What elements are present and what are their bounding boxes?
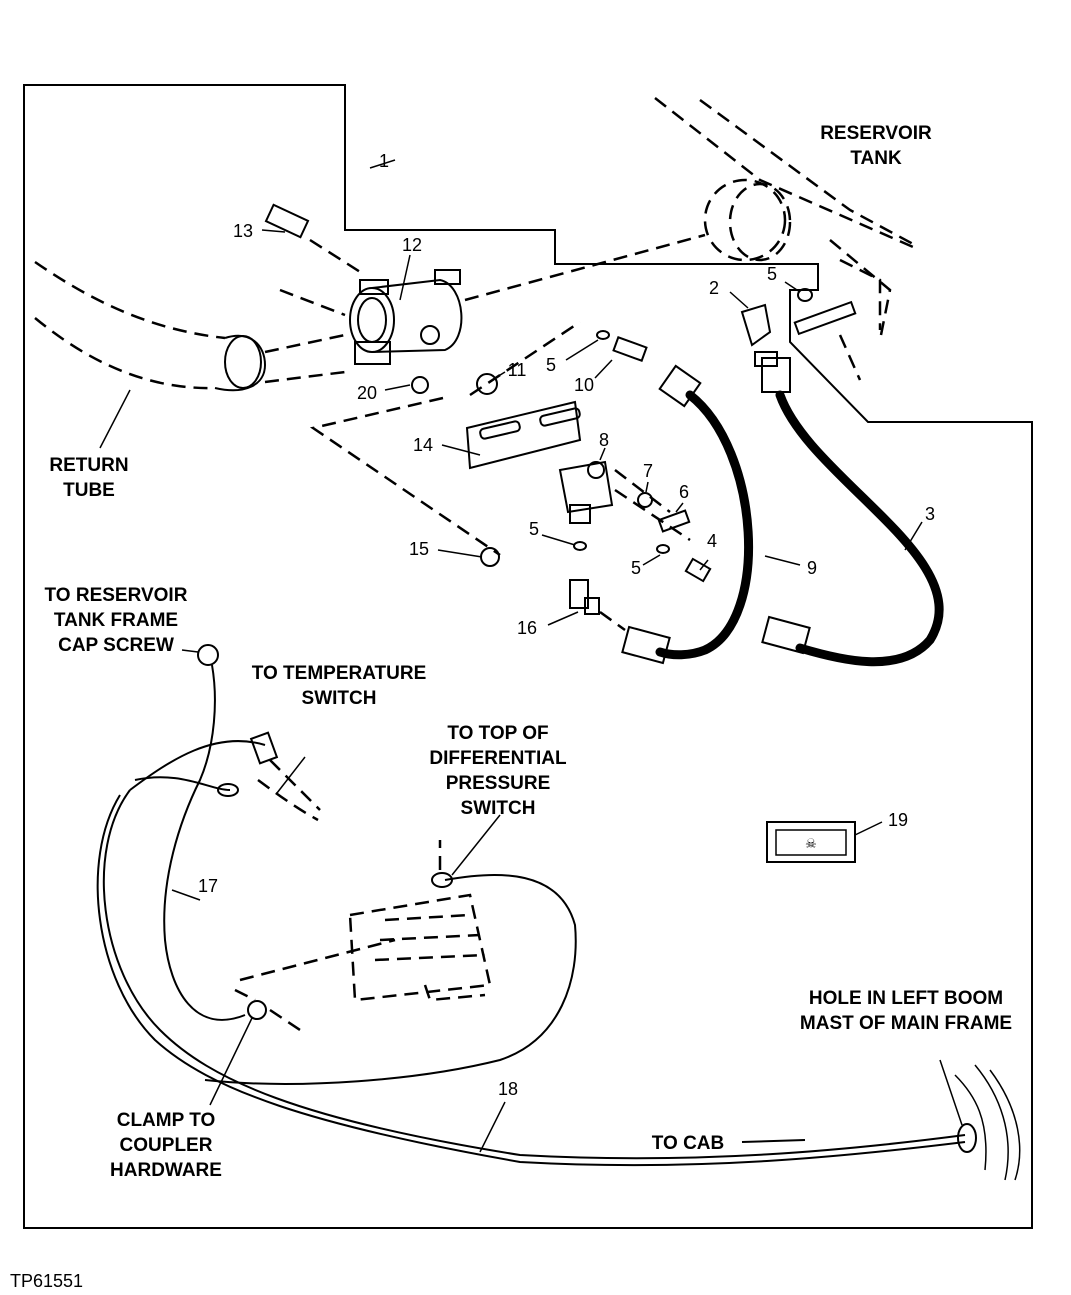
- plate-14: [465, 400, 582, 470]
- callout-13: 13: [233, 221, 253, 241]
- elbow-2: [740, 303, 778, 367]
- oring-5-upper: [596, 330, 610, 340]
- nut-20: [411, 376, 429, 394]
- dashed-guide-plate: [309, 320, 581, 557]
- callout-15: 15: [409, 539, 429, 559]
- callout-2: 2: [709, 278, 719, 298]
- fitting-16: [569, 579, 600, 615]
- callout-11: 11: [508, 360, 527, 380]
- label-reservoir-tank-2: TANK: [850, 148, 902, 169]
- boom-mast: [954, 1064, 1021, 1181]
- callout-18: 18: [498, 1079, 518, 1099]
- harness-18: [96, 789, 977, 1167]
- callout-5-center: 5: [529, 519, 539, 539]
- callout-10: 10: [574, 375, 594, 395]
- oring-5-right: [797, 288, 813, 302]
- label-clamp-3: HARDWARE: [110, 1160, 222, 1181]
- screw-6: [657, 509, 691, 533]
- hose-9: [599, 364, 753, 665]
- fitting-4: [684, 557, 712, 583]
- figure-id: TP61551: [10, 1271, 83, 1291]
- label-return-tube-2: TUBE: [63, 480, 115, 501]
- label-to-temp-switch-2: SWITCH: [302, 688, 377, 709]
- label-clamp-2: COUPLER: [120, 1135, 213, 1156]
- callout-7: 7: [643, 461, 653, 481]
- oring-5-center: [573, 541, 587, 551]
- valve-8: [558, 460, 691, 542]
- leader-lines: [99, 159, 963, 1153]
- hose-3: [761, 357, 944, 667]
- return-tube: [34, 260, 346, 392]
- callout-17: 17: [198, 876, 218, 896]
- callout-6: 6: [679, 482, 689, 502]
- callout-9: 9: [807, 558, 817, 578]
- label-to-cab: TO CAB: [652, 1133, 724, 1154]
- callout-19: 19: [888, 810, 908, 830]
- label-reservoir-tank-1: RESERVOIR: [820, 123, 932, 144]
- dashed-guide-12-tank: [464, 233, 706, 302]
- label-to-reservoir-2: TANK FRAME: [54, 610, 178, 631]
- callout-3: 3: [925, 504, 935, 524]
- filter-head-12: [279, 269, 463, 365]
- nut-15: [480, 547, 500, 567]
- svg-text:☠: ☠: [805, 837, 817, 852]
- label-diff-pressure-4: SWITCH: [461, 798, 536, 819]
- callout-14: 14: [413, 435, 433, 455]
- label-clamp-1: CLAMP TO: [117, 1110, 216, 1131]
- callout-8: 8: [599, 430, 609, 450]
- label-return-tube-1: RETURN: [49, 455, 128, 476]
- harness-17: [129, 644, 321, 1021]
- label-to-reservoir-3: CAP SCREW: [58, 635, 174, 656]
- decal-19: ☠: [766, 821, 856, 863]
- label-hole-boom-1: HOLE IN LEFT BOOM: [809, 988, 1003, 1009]
- callout-5-lower: 5: [631, 558, 641, 578]
- oring-5-lower: [656, 544, 670, 554]
- callout-1: 1: [379, 151, 389, 171]
- fitting-10: [612, 336, 648, 362]
- callout-16: 16: [517, 618, 537, 638]
- label-to-reservoir-1: TO RESERVOIR: [45, 585, 188, 606]
- tank-fittings: [793, 258, 882, 381]
- callout-5-upper: 5: [546, 355, 556, 375]
- bolt-13: [264, 203, 366, 277]
- label-hole-boom-2: MAST OF MAIN FRAME: [800, 1013, 1012, 1034]
- callout-12: 12: [402, 235, 422, 255]
- reservoir-tank: [654, 97, 921, 341]
- label-to-temp-switch-1: TO TEMPERATURE: [252, 663, 427, 684]
- nut-11: [476, 373, 498, 395]
- callout-20: 20: [357, 383, 377, 403]
- label-diff-pressure-1: TO TOP OF: [447, 723, 548, 744]
- washer-7: [637, 492, 653, 508]
- label-diff-pressure-3: PRESSURE: [446, 773, 551, 794]
- callout-5-right: 5: [767, 264, 777, 284]
- pressure-switch: [348, 893, 492, 1002]
- label-diff-pressure-2: DIFFERENTIAL: [429, 748, 567, 769]
- callout-4: 4: [707, 531, 717, 551]
